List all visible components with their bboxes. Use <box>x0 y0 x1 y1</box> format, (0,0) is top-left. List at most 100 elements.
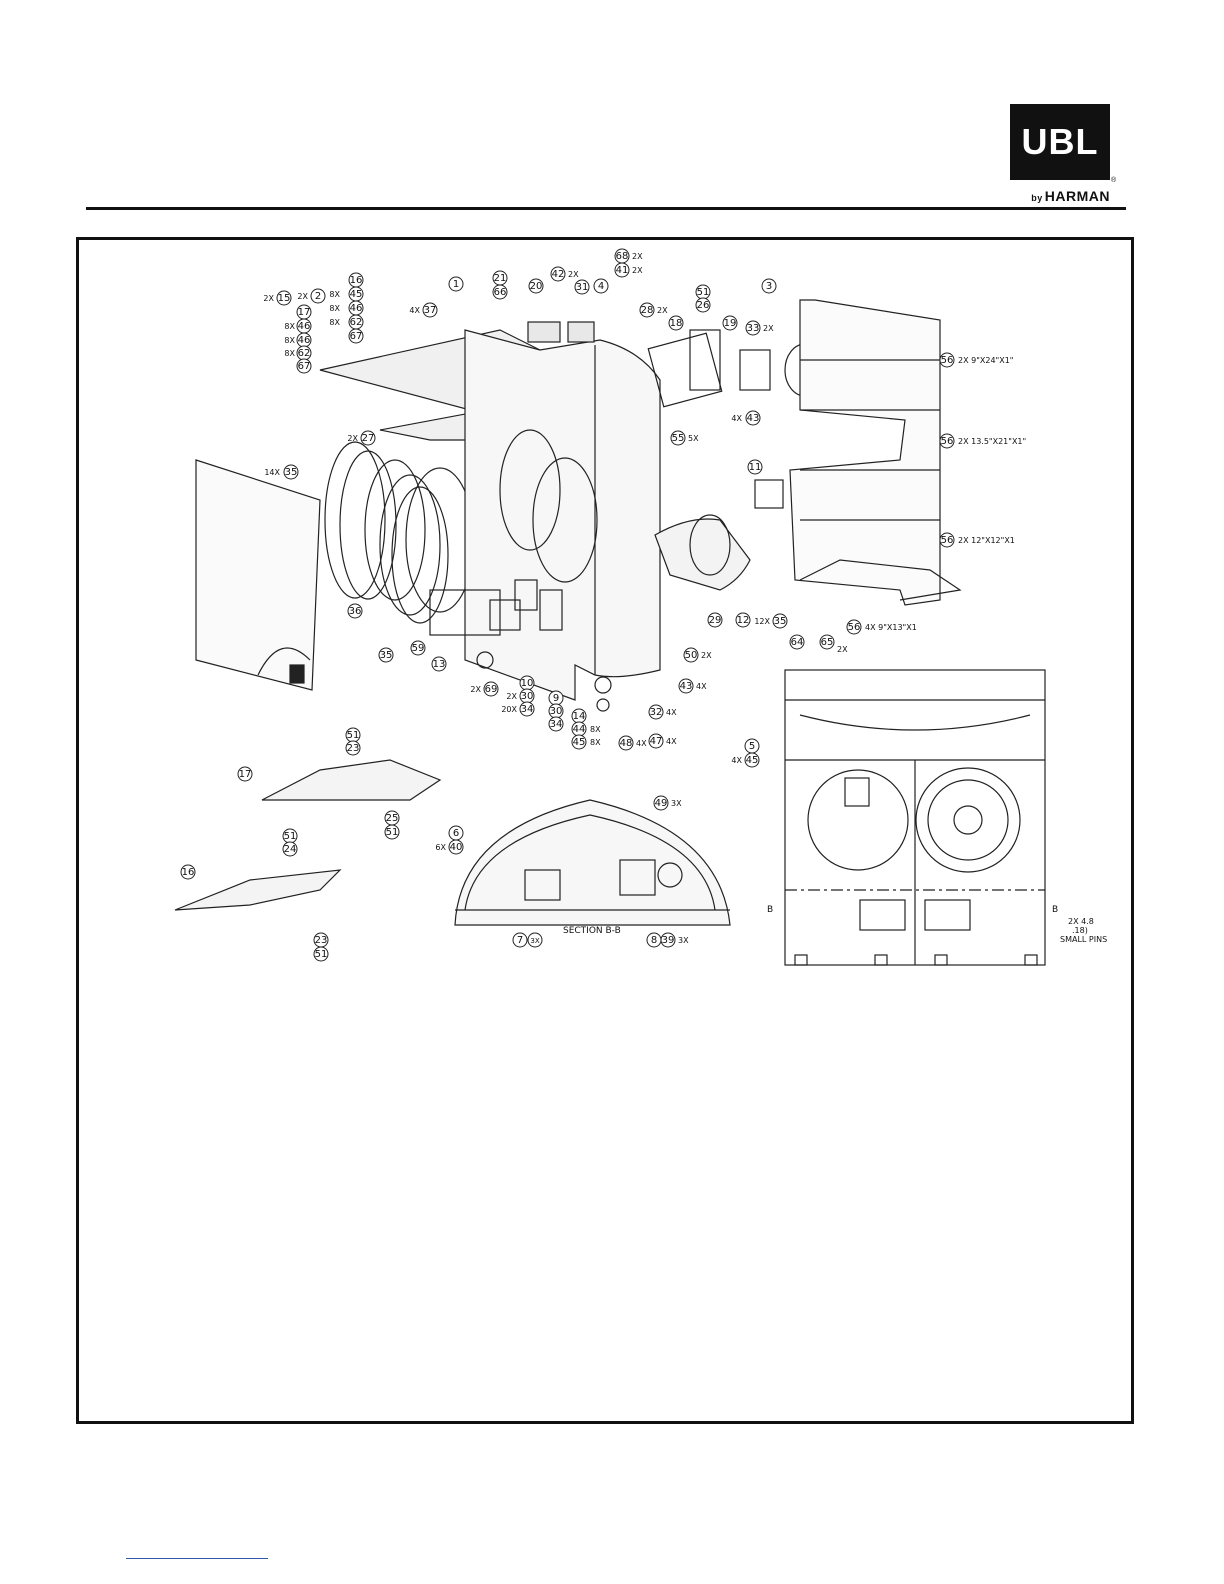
callout-number: 39 <box>662 935 675 946</box>
callout-number: 64 <box>791 637 804 648</box>
pins-note-line1: 2X 4.8 <box>1068 917 1094 926</box>
callout-number: 46 <box>350 303 363 314</box>
exploded-view-frame <box>76 237 1134 1424</box>
callout-number: 43 <box>747 413 760 424</box>
callout-number: 9 <box>553 693 559 704</box>
callout-number: 45 <box>746 755 759 766</box>
callout-number: 19 <box>724 318 737 329</box>
callout-number: 37 <box>424 305 437 316</box>
callout-qty: 4X <box>731 756 742 765</box>
callout-qty: 8X <box>590 738 601 747</box>
callout-number: 1 <box>453 279 459 290</box>
callout-number: 44 <box>573 724 586 735</box>
waveguide-detail-17 <box>261 759 442 801</box>
callout-qty: 4X <box>409 306 420 315</box>
callout-number: 28 <box>641 305 654 316</box>
callout-qty: 3X <box>671 799 682 808</box>
callout-number: 20 <box>530 281 543 292</box>
callout-qty: 8X <box>284 322 295 331</box>
callout-qty: 8X <box>329 304 340 313</box>
side-panels <box>789 299 941 606</box>
callout-qty: 12X <box>754 617 770 626</box>
callout-number: 49 <box>655 798 668 809</box>
section-label: SECTION B-B <box>563 926 621 936</box>
callout-qty: 2X <box>347 434 358 443</box>
callout-number: 3X <box>530 937 539 945</box>
callout-number: 4 <box>598 281 604 292</box>
callout-number: 46 <box>298 321 311 332</box>
pins-note-line2: .18) <box>1072 926 1088 935</box>
callout-qty: 8X <box>590 725 601 734</box>
callout-number: 27 <box>362 433 375 444</box>
callout-qty: 4X <box>636 739 647 748</box>
header-rule <box>86 207 1126 210</box>
callout-qty: 8X <box>329 290 340 299</box>
callout-number: 25 <box>386 813 399 824</box>
callout-number: 56 <box>941 436 954 447</box>
logo-maker: HARMAN <box>1044 188 1110 204</box>
callout-number: 17 <box>239 769 252 780</box>
callout-number: 8 <box>651 935 657 946</box>
registered-mark: ® <box>1111 177 1117 184</box>
callout-qty: 2X <box>297 292 308 301</box>
callout-qty: 14X <box>264 468 280 477</box>
callout-number: 67 <box>350 331 363 342</box>
panel-size-middle: 2X 13.5"X21"X1" <box>958 437 1026 446</box>
callout-number: 51 <box>284 831 297 842</box>
callout-qty: 2X <box>763 324 774 333</box>
callout-number: 17 <box>298 307 311 318</box>
callout-number: 35 <box>380 650 393 661</box>
callout-number: 15 <box>278 293 291 304</box>
callout-number: 42 <box>552 269 565 280</box>
callout-number: 34 <box>521 704 534 715</box>
callout-number: 45 <box>573 737 586 748</box>
callout-number: 43 <box>680 681 693 692</box>
callout-number: 56 <box>941 535 954 546</box>
pins-note-line3: SMALL PINS <box>1060 935 1107 944</box>
front-elevation <box>784 669 1046 966</box>
panel-size-lower: 2X 12"X12"X1 <box>958 536 1015 545</box>
callout-number: 3 <box>766 281 772 292</box>
callout-number: 16 <box>182 867 195 878</box>
callout-group: 68 2X 41 2X 42 2X 31 4 20 21 66 1 16 45 … <box>180 248 1026 962</box>
callout-number: 62 <box>350 317 363 328</box>
callout-number: 6 <box>453 828 459 839</box>
callout-qty: 2X <box>632 252 643 261</box>
callout-number: 30 <box>550 706 563 717</box>
callout-number: 51 <box>697 287 710 298</box>
callout-number: 12 <box>737 615 750 626</box>
callout-number: 51 <box>386 827 399 838</box>
callout-number: 14 <box>573 711 586 722</box>
callout-number: 40 <box>450 842 463 853</box>
callout-qty: 3X <box>678 936 689 945</box>
callout-number: 47 <box>650 736 663 747</box>
logo-mark: UBL <box>1010 104 1110 180</box>
callout-qty: 4X <box>731 414 742 423</box>
callout-number: 66 <box>494 287 507 298</box>
callout-number: 35 <box>774 616 787 627</box>
callout-number: 5 <box>749 741 755 752</box>
callout-number: 23 <box>315 935 328 946</box>
callout-number: 10 <box>521 678 534 689</box>
footer-link-underline[interactable] <box>126 1558 268 1559</box>
callout-qty: 2X <box>632 266 643 275</box>
callout-number: 34 <box>550 719 563 730</box>
callout-qty: 2X <box>657 306 668 315</box>
callout-number: 21 <box>494 273 507 284</box>
callout-number: 59 <box>412 643 425 654</box>
callout-qty: 5X <box>688 434 699 443</box>
callout-number: 67 <box>298 361 311 372</box>
callout-qty: 2X <box>506 692 517 701</box>
callout-number: 68 <box>616 251 629 262</box>
callout-number: 62 <box>298 348 311 359</box>
callout-number: 23 <box>347 743 360 754</box>
callout-number: 33 <box>747 323 760 334</box>
callout-number: 7 <box>517 935 523 946</box>
grille-panel <box>195 459 321 691</box>
callout-number: 48 <box>620 738 633 749</box>
callout-qty: 8X <box>329 318 340 327</box>
callout-number: 16 <box>350 275 363 286</box>
callout-number: 29 <box>709 615 722 626</box>
